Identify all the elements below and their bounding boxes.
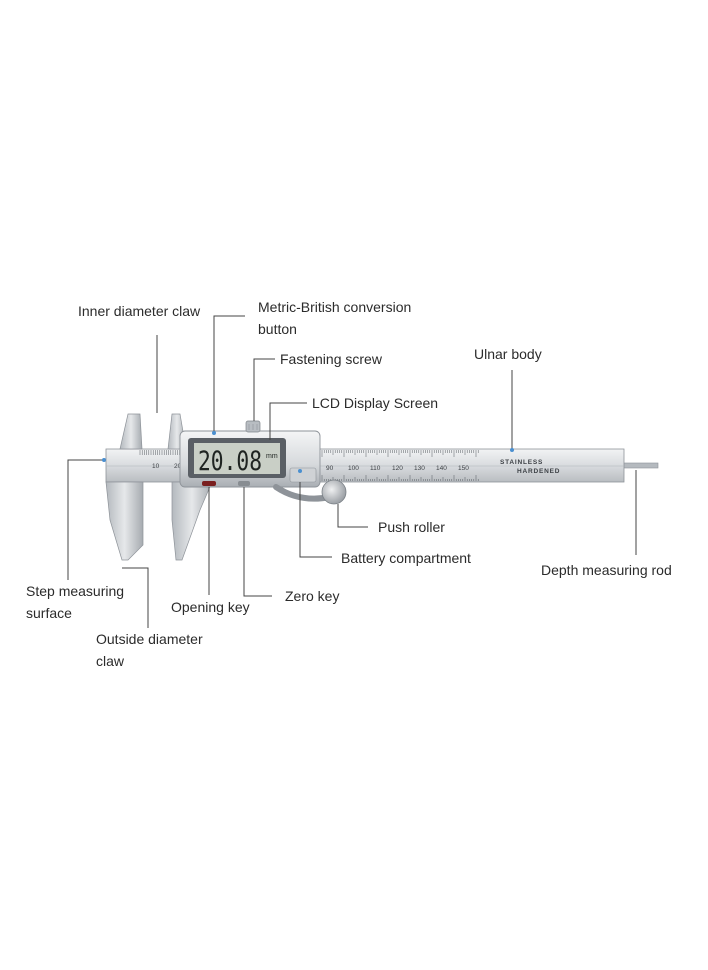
label-inner-diameter-claw: Inner diameter claw	[78, 303, 201, 319]
scale-number: 90	[326, 465, 334, 472]
outside-claw-fixed	[105, 481, 144, 561]
zero-key-icon	[238, 481, 250, 486]
scale-number: 110	[370, 465, 381, 472]
scale-number: 140	[436, 465, 447, 472]
anchor-dots	[102, 431, 514, 473]
scale-number: 120	[392, 465, 403, 472]
opening-key-icon	[202, 481, 216, 486]
label-battery-compartment: Battery compartment	[341, 550, 471, 566]
jaw-number: 20	[174, 463, 182, 470]
battery-compartment-icon	[289, 467, 317, 483]
jaw-numbers: 10 20	[152, 463, 182, 470]
scale-numbers: 90 100 110 120 130 140 150	[326, 465, 469, 472]
push-roller-icon	[321, 479, 347, 505]
label-lcd-display-screen: LCD Display Screen	[312, 395, 439, 411]
label-step-measuring-surface: Step measuring surface	[26, 583, 125, 621]
label-push-roller: Push roller	[378, 519, 445, 535]
stamp-stainless: STAINLESS	[500, 459, 543, 466]
depth-rod	[619, 462, 659, 469]
scale-ticks	[139, 450, 479, 481]
label-opening-key: Opening key	[171, 599, 250, 615]
lcd-screen	[194, 443, 280, 474]
label-metric-british-button: Metric-British conversion button	[258, 299, 412, 337]
label-ulnar-body: Ulnar body	[474, 346, 542, 362]
scale-number: 130	[414, 465, 425, 472]
scale-number: 150	[458, 465, 469, 472]
label-depth-measuring-rod: Depth measuring rod	[541, 562, 672, 578]
stamp-hardened: HARDENED	[517, 468, 560, 475]
outside-claw-slider	[171, 481, 213, 561]
label-zero-key: Zero key	[285, 588, 340, 604]
scale-number: 100	[348, 465, 359, 472]
leader-lines	[67, 315, 637, 628]
label-outside-diameter-claw: Outside diameter claw	[96, 631, 203, 669]
label-fastening-screw: Fastening screw	[280, 351, 382, 367]
jaw-number: 10	[152, 463, 160, 470]
lcd-reading: 20.08	[198, 446, 262, 477]
lcd-unit: mm	[266, 453, 278, 460]
inner-claw-fixed	[119, 413, 143, 450]
